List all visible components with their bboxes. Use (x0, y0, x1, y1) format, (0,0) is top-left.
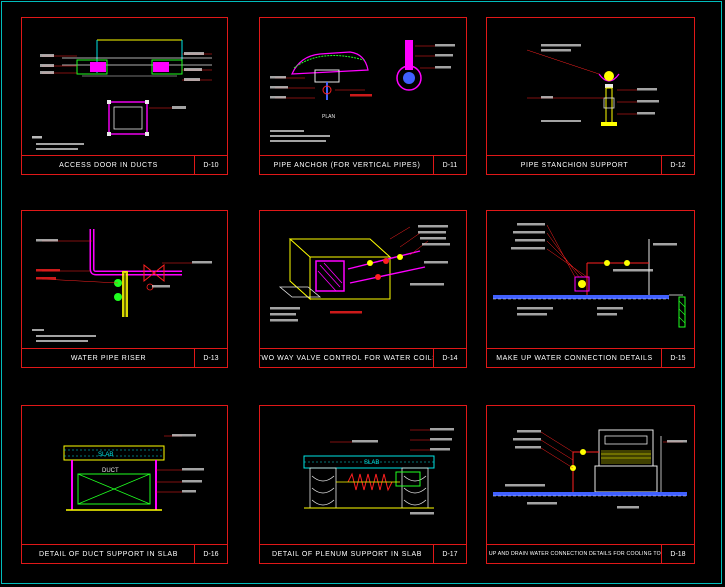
sheet-number: D-14 (433, 349, 466, 367)
sheet-two-way-valve: TWO WAY VALVE CONTROL FOR WATER COILS D-… (259, 210, 467, 368)
title-block: DETAIL OF DUCT SUPPORT IN SLAB D-16 (22, 544, 227, 563)
sheet-number: D-15 (661, 349, 694, 367)
water-pipe-riser-drawing (32, 229, 212, 342)
sheet-title: TWO WAY VALVE CONTROL FOR WATER COILS (260, 354, 434, 362)
make-up-water-drawing (493, 223, 686, 328)
sheet-duct-support: SLAB DUCT DETAIL OF DUCT SUPPORT IN SLAB… (21, 405, 228, 564)
sheet-title: PIPE STANCHION SUPPORT (520, 161, 629, 169)
sheet-number: D-12 (661, 156, 694, 174)
title-block: PIPE ANCHOR (FOR VERTICAL PIPES) D-11 (260, 155, 466, 174)
access-door-drawing (32, 39, 212, 150)
title-block: TWO WAY VALVE CONTROL FOR WATER COILS D-… (260, 348, 466, 367)
sheet-cooling-tower: MAKE UP AND DRAIN WATER CONNECTION DETAI… (486, 405, 695, 564)
sheet-title: DETAIL OF DUCT SUPPORT IN SLAB (39, 550, 178, 558)
slab-label: SLAB (98, 452, 113, 458)
title-block: MAKE UP WATER CONNECTION DETAILS D-15 (487, 348, 694, 367)
sheet-pipe-anchor: PLAN PIPE ANCHOR (FOR VERTICAL PIPES) D-… (259, 17, 467, 175)
sheet-title: MAKE UP AND DRAIN WATER CONNECTION DETAI… (487, 551, 662, 557)
slab-label: SLAB (364, 460, 379, 466)
plan-label: PLAN (322, 114, 335, 120)
plenum-support-drawing: SLAB (303, 428, 454, 515)
cooling-tower-drawing (493, 429, 687, 509)
sheet-number: D-17 (433, 545, 466, 563)
sheet-title: DETAIL OF PLENUM SUPPORT IN SLAB (271, 550, 423, 558)
sheet-title: WATER PIPE RISER (70, 354, 147, 362)
sheet-number: D-16 (194, 545, 227, 563)
duct-support-drawing: SLAB DUCT (63, 434, 204, 511)
sheet-title: ACCESS DOOR IN DUCTS (59, 161, 158, 169)
sheet-water-pipe-riser: WATER PIPE RISER D-13 (21, 210, 228, 368)
sheet-number: D-11 (433, 156, 466, 174)
title-block: DETAIL OF PLENUM SUPPORT IN SLAB D-17 (260, 544, 466, 563)
sheet-number: D-13 (194, 349, 227, 367)
sheet-make-up-water: MAKE UP WATER CONNECTION DETAILS D-15 (486, 210, 695, 368)
two-way-valve-drawing (270, 225, 450, 322)
sheet-number: D-10 (194, 156, 227, 174)
sheet-access-door: ACCESS DOOR IN DUCTS D-10 (21, 17, 228, 175)
duct-label: DUCT (102, 468, 119, 474)
sheet-title: MAKE UP WATER CONNECTION DETAILS (496, 354, 653, 362)
title-block: WATER PIPE RISER D-13 (22, 348, 227, 367)
sheet-number: D-18 (661, 545, 694, 563)
sheet-plenum-support: SLAB DETAIL OF PLENUM SUPPORT IN SLAB D-… (259, 405, 467, 564)
sheet-pipe-stanchion: PIPE STANCHION SUPPORT D-12 (486, 17, 695, 175)
title-block: MAKE UP AND DRAIN WATER CONNECTION DETAI… (487, 544, 694, 563)
title-block: PIPE STANCHION SUPPORT D-12 (487, 155, 694, 174)
sheet-title: PIPE ANCHOR (FOR VERTICAL PIPES) (273, 161, 421, 169)
pipe-stanchion-drawing (526, 44, 659, 126)
pipe-anchor-drawing: PLAN (270, 40, 455, 142)
title-block: ACCESS DOOR IN DUCTS D-10 (22, 155, 227, 174)
